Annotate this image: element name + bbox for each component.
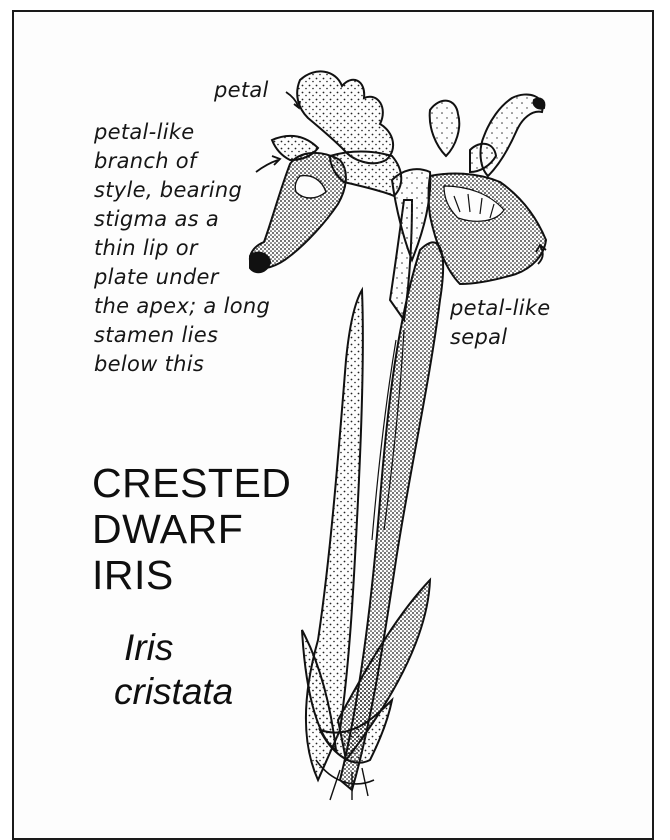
petal-label-text: petal	[214, 76, 269, 105]
scientific-name: Iris cristata	[124, 626, 233, 714]
style-branch-line: stamen lies	[94, 321, 270, 350]
style-branch-line: thin lip or	[94, 234, 270, 263]
common-name-title: CRESTED DWARF IRIS	[92, 460, 291, 598]
style-branch-line: branch of	[94, 147, 270, 176]
style-branch-line: plate under	[94, 263, 270, 292]
style-branch-line: below this	[94, 350, 270, 379]
sepal-label: petal-like sepal	[450, 294, 551, 352]
common-name-line: CRESTED	[92, 460, 291, 506]
scientific-name-genus: Iris	[124, 626, 233, 670]
style-branch-line: stigma as a	[94, 205, 270, 234]
common-name-line: DWARF	[92, 506, 291, 552]
common-name-line: IRIS	[92, 552, 291, 598]
style-branch-label: petal-like branch of style, bearing stig…	[94, 118, 270, 379]
style-branch-line: style, bearing	[94, 176, 270, 205]
style-branch-line: the apex; a long	[94, 292, 270, 321]
scientific-name-species: cristata	[114, 670, 233, 714]
sepal-label-line: sepal	[450, 323, 551, 352]
style-branch-line: petal-like	[94, 118, 270, 147]
sepal-label-line: petal-like	[450, 294, 551, 323]
petal-label: petal	[214, 76, 269, 105]
stem-and-leaves	[302, 200, 443, 800]
